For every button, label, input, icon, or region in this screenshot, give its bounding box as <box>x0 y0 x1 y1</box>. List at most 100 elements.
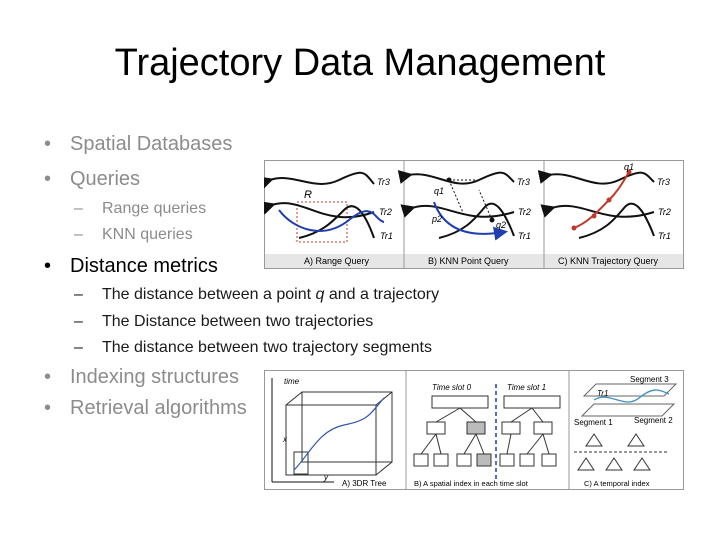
tree-edge <box>510 407 533 423</box>
sub-dash: – <box>74 200 83 217</box>
index-tree <box>585 433 603 447</box>
sub-dash: – <box>74 226 83 243</box>
sub-distance-two-trajectories: – The Distance between two trajectories <box>74 313 374 331</box>
axis-time-label: time <box>284 377 300 386</box>
trajectory-tr1 <box>578 202 655 239</box>
caption-temporal-index: C) A temporal index <box>584 479 650 488</box>
bounding-box <box>285 404 377 476</box>
tree-node <box>426 421 446 435</box>
panel-knn-point-query: q1 q2 p2 Tr3 Tr2 Tr1 B) KNN Point Query <box>397 170 531 266</box>
bullet-text: Distance metrics <box>70 255 218 277</box>
bullet-dot: • <box>44 366 52 388</box>
bounding-box <box>301 391 393 463</box>
sub-dash: – <box>74 339 83 356</box>
caption-spatial-index: B) A spatial index in each time slot <box>414 479 529 488</box>
sub-dash: – <box>74 313 83 330</box>
root-node <box>503 395 561 409</box>
panel-temporal-index: Segment 3 Tr1 Segment 1 Segment 2 C) A t… <box>574 375 678 488</box>
traj-label-tr3: Tr3 <box>657 177 670 187</box>
bullet-dot: • <box>44 397 52 419</box>
traj-label-tr2: Tr2 <box>518 207 531 217</box>
tree-node <box>466 421 486 435</box>
traj-label-tr1: Tr1 <box>518 231 531 241</box>
axis-y-label: y <box>323 473 329 482</box>
query-point <box>571 225 577 231</box>
bullet-queries: • Queries <box>44 168 141 191</box>
label-p2: p2 <box>431 214 442 224</box>
index-tree <box>577 457 595 471</box>
panel-range-query: R Tr3 Tr2 Tr1 A) Range Query <box>264 171 393 266</box>
trajectory-tr2 <box>264 201 375 219</box>
traj-label-tr1: Tr1 <box>380 231 393 241</box>
tree-edge <box>531 407 544 423</box>
index-tree <box>633 457 651 471</box>
tree-edge <box>463 433 477 455</box>
bullet-text: Queries <box>70 168 141 190</box>
bullet-distance-metrics: • Distance metrics <box>44 255 218 278</box>
trajectory-curve <box>293 397 385 471</box>
label-time-slot-0: Time slot 0 <box>432 383 472 392</box>
sub-distance-point-trajectory: – The distance between a point q and a t… <box>74 286 440 304</box>
caption-knn-trajectory: C) KNN Trajectory Query <box>558 256 659 266</box>
label-q1: q1 <box>434 186 444 196</box>
panel-spatial-index: Time slot 0 Time slot 1 B) A spatial ind… <box>413 383 561 488</box>
index-tree <box>605 457 623 471</box>
bullet-dot: • <box>44 133 52 155</box>
tree-node <box>501 421 521 435</box>
traj-label-tr2: Tr2 <box>658 207 671 217</box>
query-point <box>626 169 632 175</box>
trajectory-query <box>278 209 385 232</box>
panel-knn-trajectory-query: q1 Tr3 Tr2 Tr1 C) KNN Trajectory Query <box>537 162 671 266</box>
sub-text: The distance between two trajectory segm… <box>102 339 432 356</box>
index-tree <box>627 433 645 447</box>
box-edge <box>285 391 303 406</box>
root-node <box>431 395 489 409</box>
figure-frame <box>264 160 684 269</box>
trajectory-tr2 <box>400 204 515 218</box>
indexing-figure: time x y A) 3DR Tree Time slot 0 Time sl… <box>264 370 684 490</box>
bullet-indexing-structures: • Indexing structures <box>44 366 239 389</box>
label-q2: q2 <box>496 220 506 230</box>
segment-plane <box>580 403 676 417</box>
distance-line <box>478 189 493 221</box>
trajectory-query <box>433 201 508 241</box>
leaf-node <box>413 453 429 467</box>
bullet-text: Retrieval algorithms <box>70 397 247 419</box>
caption-3dr-tree: A) 3DR Tree <box>342 479 387 488</box>
sub-text: The Distance between two trajectories <box>102 313 374 330</box>
leaf-node <box>476 453 492 467</box>
sub-text-pre: The distance between a point <box>102 286 316 303</box>
panel-3dr-tree: time x y A) 3DR Tree <box>271 377 393 488</box>
traj-label-tr3: Tr3 <box>517 177 530 187</box>
bullet-retrieval-algorithms: • Retrieval algorithms <box>44 397 247 420</box>
tree-edge <box>420 433 437 455</box>
node-box <box>293 451 309 475</box>
traj-label-tr1: Tr1 <box>658 231 671 241</box>
tree-edge <box>435 433 442 455</box>
bullet-dot: • <box>44 255 52 277</box>
sub-text: Range queries <box>102 200 207 217</box>
tree-edge <box>475 433 485 455</box>
tree-node <box>533 421 553 435</box>
tree-edge <box>506 433 512 455</box>
tree-edge <box>526 433 544 455</box>
query-point <box>606 197 612 203</box>
bullet-dot: • <box>44 168 52 190</box>
query-point <box>591 213 597 219</box>
sub-text-post: and a trajectory <box>324 286 440 303</box>
label-segment-1: Segment 1 <box>574 418 613 427</box>
bullet-text: Indexing structures <box>70 366 239 388</box>
label-segment-2: Segment 2 <box>634 416 673 425</box>
region-label: R <box>304 189 312 201</box>
label-time-slot-1: Time slot 1 <box>507 383 546 392</box>
leaf-node <box>456 453 472 467</box>
label-tr1: Tr1 <box>597 389 608 398</box>
tree-edge <box>459 407 477 423</box>
sub-distance-segments: – The distance between two trajectory se… <box>74 339 432 357</box>
query-types-figure: R Tr3 Tr2 Tr1 A) Range Query q1 q2 p2 Tr… <box>264 160 684 269</box>
sub-text-em: q <box>315 286 325 303</box>
traj-label-tr3: Tr3 <box>377 177 390 187</box>
tree-edge <box>435 407 461 423</box>
segment-plane <box>582 383 678 397</box>
label-q1: q1 <box>624 162 634 172</box>
